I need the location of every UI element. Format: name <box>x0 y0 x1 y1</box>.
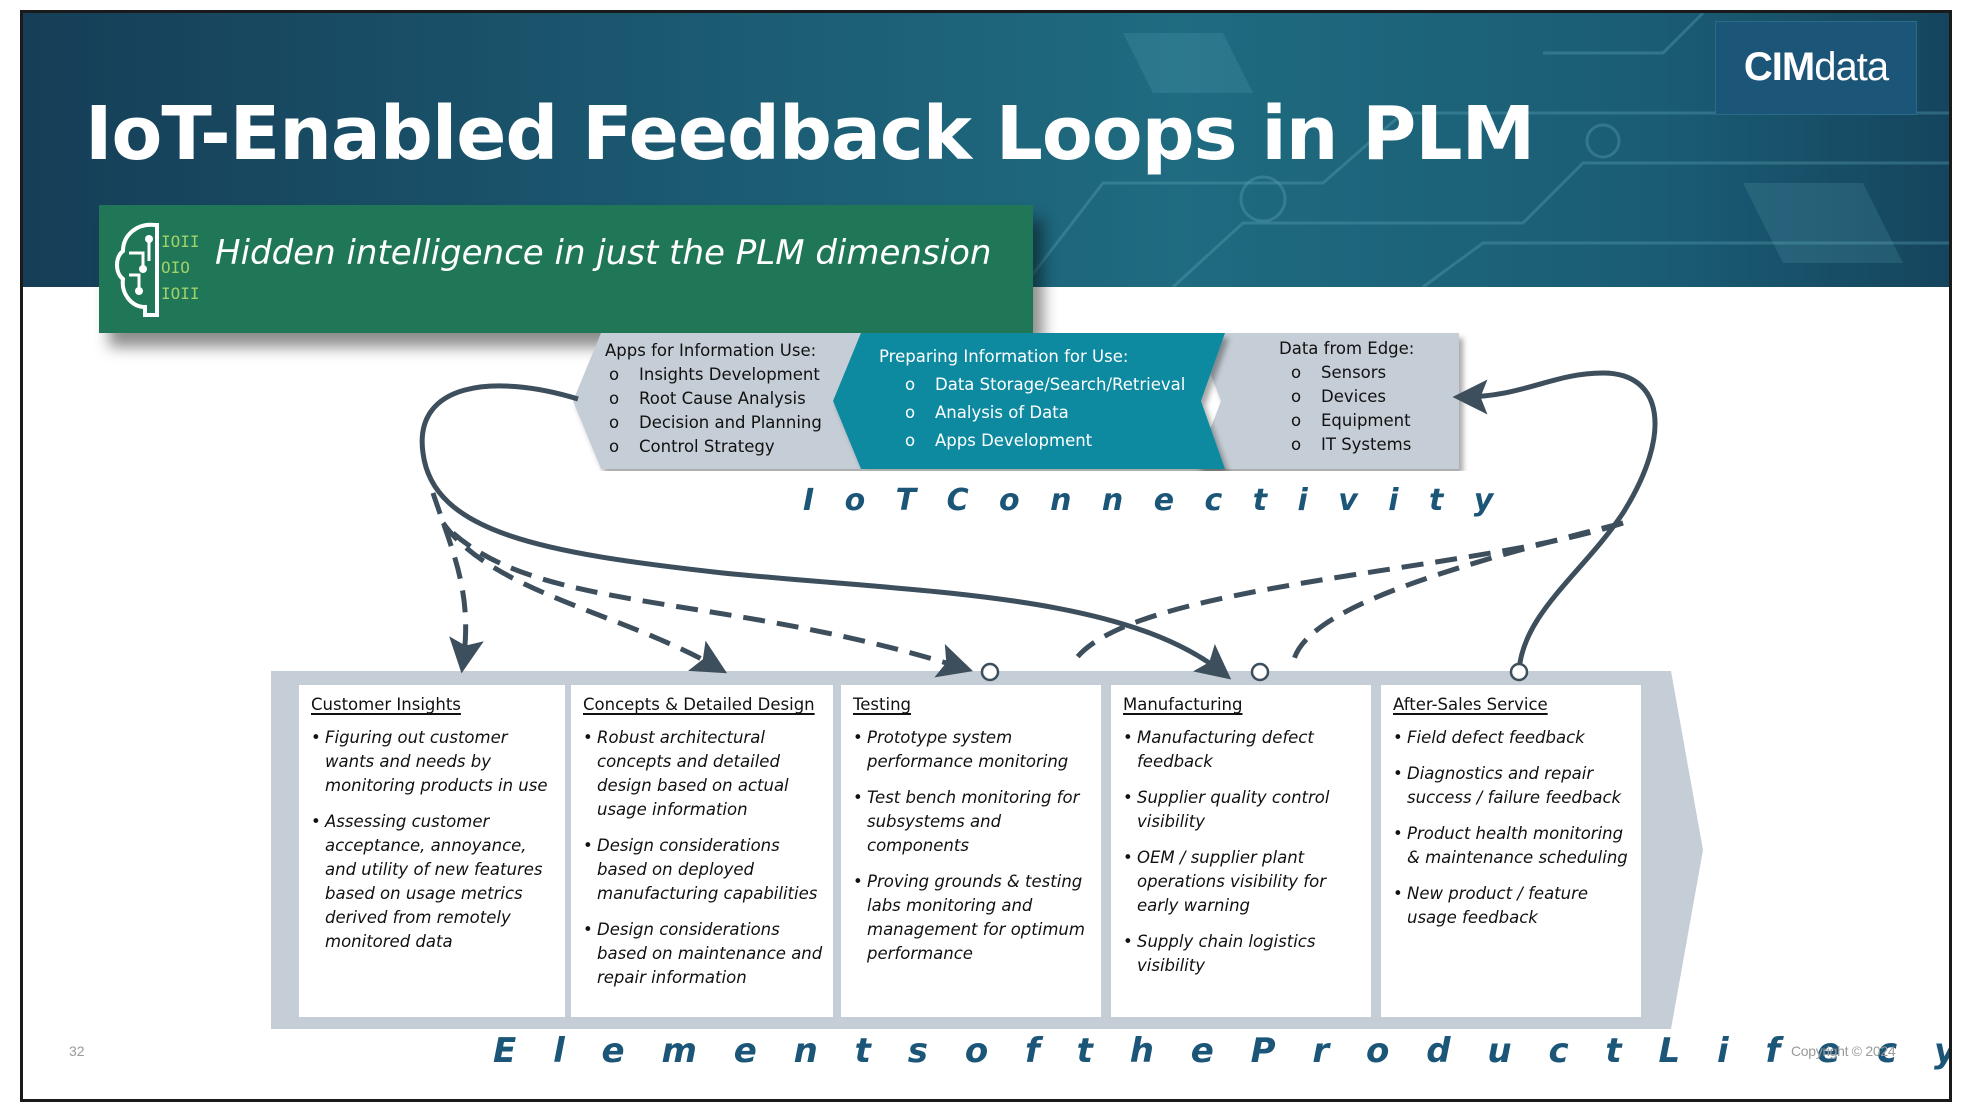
preparing-heading: Preparing Information for Use: <box>879 347 1129 366</box>
iot-connectivity-label: I o T C o n n e c t i v i t y <box>803 483 1504 518</box>
page-title: IoT-Enabled Feedback Loops in PLM <box>85 91 1535 177</box>
panel-bullet: Prototype system performance monitoring <box>853 726 1091 774</box>
dashed-arrow-icon <box>1290 520 1624 664</box>
product-lifecycle-label: E l e m e n t s o f t h e P r o d u c t … <box>493 1031 1949 1071</box>
subtitle-text: Hidden intelligence in just the PLM dime… <box>215 233 992 273</box>
apps-heading: Apps for Information Use: <box>605 341 817 360</box>
dashed-arrow-icon <box>451 531 974 678</box>
svg-text:IOII: IOII <box>161 284 200 303</box>
circuit-background-decoration <box>1021 13 1949 287</box>
panel-title: After-Sales Service <box>1393 695 1548 714</box>
panel-title: Testing <box>853 695 912 714</box>
logo-wordmark: CIMdata <box>1743 45 1889 89</box>
copyright-notice: Copyright © 2024 <box>1791 1043 1896 1059</box>
cimdata-logo: CIMdata <box>1715 21 1917 115</box>
panel-bullet: Supplier quality control visibility <box>1123 786 1361 834</box>
panel-after-sales-service: After-Sales Service Field defect feedbac… <box>1381 685 1641 1017</box>
panel-concepts-detailed-design: Concepts & Detailed Design Robust archit… <box>571 685 833 1017</box>
subtitle-box: IOII OIO IOII Hidden intelligence in jus… <box>99 205 1033 333</box>
panel-title: Customer Insights <box>311 695 461 714</box>
edge-heading: Data from Edge: <box>1279 339 1415 358</box>
panel-bullet: New product / feature usage feedback <box>1393 882 1631 930</box>
panel-bullet: Manufacturing defect feedback <box>1123 726 1361 774</box>
panel-bullet: Product health monitoring & maintenance … <box>1393 822 1631 870</box>
panel-bullet: Figuring out customer wants and needs by… <box>311 726 555 798</box>
panel-title: Concepts & Detailed Design <box>583 695 815 714</box>
panel-bullet: Field defect feedback <box>1393 726 1631 750</box>
panel-bullet: Assessing customer acceptance, annoyance… <box>311 810 555 954</box>
solid-arrow-icon <box>1452 370 1658 672</box>
panel-bullet: Supply chain logistics visibility <box>1123 930 1361 978</box>
svg-text:OIO: OIO <box>161 258 190 277</box>
slide-frame: IoT-Enabled Feedback Loops in PLM CIMdat… <box>20 10 1952 1102</box>
panel-manufacturing: Manufacturing Manufacturing defect feedb… <box>1111 685 1371 1017</box>
dashed-arrow-icon <box>440 521 728 674</box>
panel-bullet: Proving grounds & testing labs monitorin… <box>853 870 1091 966</box>
panel-bullet: OEM / supplier plant operations visibili… <box>1123 846 1361 918</box>
dashed-arrow-icon <box>1070 520 1624 665</box>
svg-text:IOII: IOII <box>161 232 200 251</box>
panel-testing: Testing Prototype system performance mon… <box>841 685 1101 1017</box>
panel-title: Manufacturing <box>1123 695 1243 714</box>
panel-bullet: Test bench monitoring for subsystems and… <box>853 786 1091 858</box>
panel-bullet: Design considerations based on deployed … <box>583 834 823 906</box>
panel-bullet: Design considerations based on maintenan… <box>583 918 823 990</box>
panel-customer-insights: Customer Insights Figuring out customer … <box>299 685 565 1017</box>
edge-chevron-shape <box>1195 333 1459 469</box>
panel-bullet: Diagnostics and repair success / failure… <box>1393 762 1631 810</box>
page-number: 32 <box>69 1043 85 1059</box>
panel-bullet: Robust architectural concepts and detail… <box>583 726 823 822</box>
dashed-arrow-icon <box>430 492 484 674</box>
brain-circuit-icon: IOII OIO IOII <box>115 222 200 317</box>
